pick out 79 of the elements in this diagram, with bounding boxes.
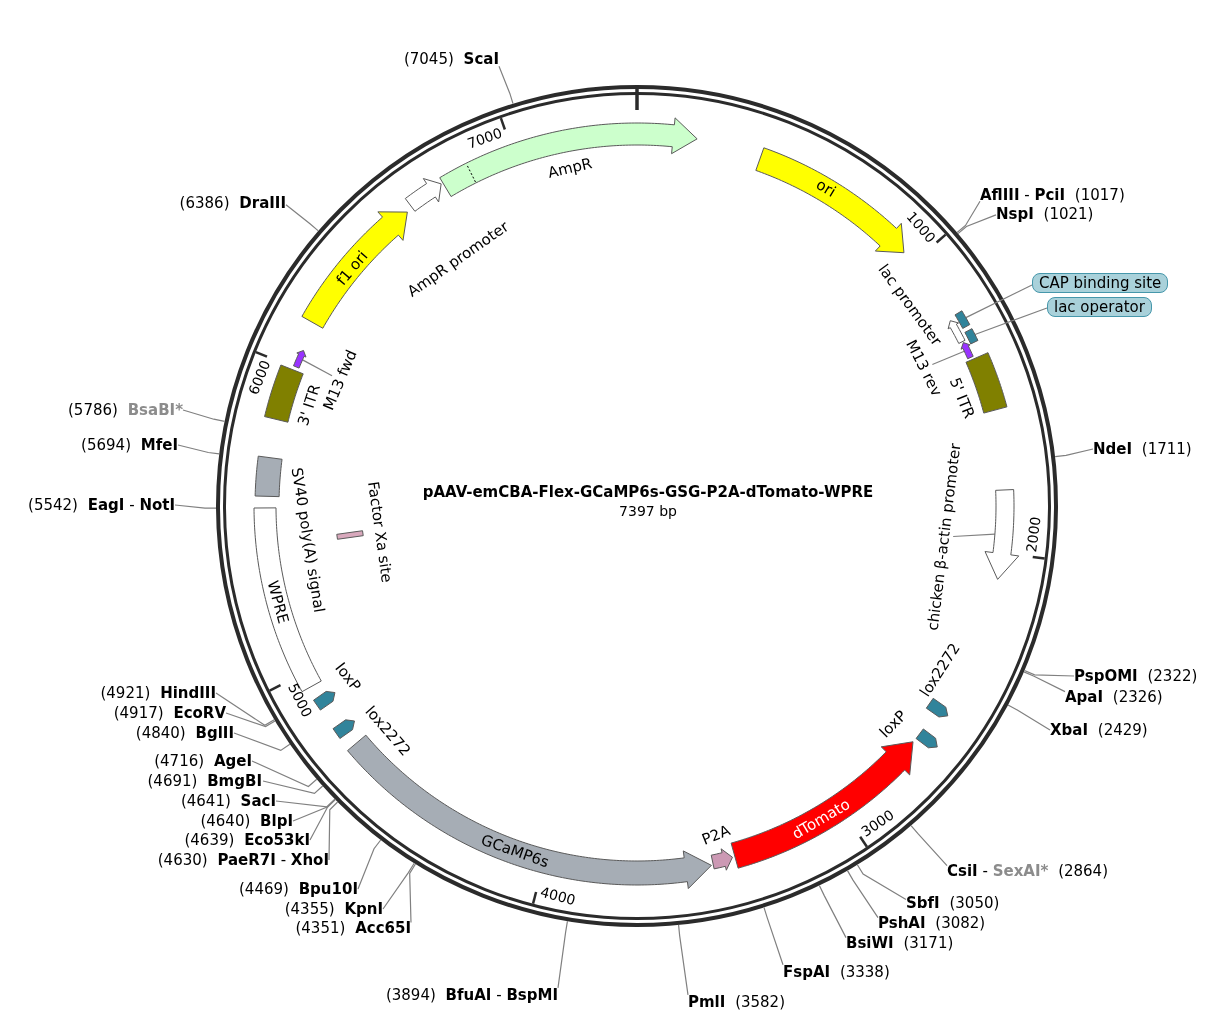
leader-line (931, 350, 965, 366)
enzyme-site-label: (4641) SacI (180, 792, 276, 810)
enzyme-site-label: PshAI (3082) (878, 914, 986, 932)
enzyme-site-label: (5694) MfeI (81, 436, 178, 454)
scale-number: 4000 (538, 884, 577, 908)
leader-line (846, 870, 879, 919)
leader-line (233, 732, 291, 752)
leader-line (182, 409, 226, 423)
leader-line (910, 825, 948, 867)
leader-line (382, 862, 415, 910)
enzyme-site-label: (4640) BlpI (200, 812, 293, 830)
leader-line (301, 359, 333, 377)
leader-line (956, 200, 981, 234)
enzyme-site-label: (4840) BglII (135, 724, 234, 742)
enzyme-site-label: XbaI (2429) (1050, 721, 1148, 739)
enzyme-site-label: AflIII - PciI (1017) (980, 186, 1125, 204)
enzyme-site-label: PmlI (3582) (688, 993, 786, 1011)
leader-line (952, 533, 996, 538)
enzyme-site-label: ApaI (2326) (1065, 688, 1163, 706)
leader-line (818, 884, 847, 939)
leader-line (174, 504, 217, 509)
callout-label: lac operator (1047, 297, 1152, 317)
enzyme-site-label: (4716) AgeI (154, 752, 252, 770)
callout-label: CAP binding site (1032, 273, 1169, 293)
enzyme-site-label: (4639) Eco53kI (184, 831, 310, 849)
feature-label: AmpR (545, 153, 595, 183)
enzyme-site-label: (4469) Bpu10I (239, 880, 358, 898)
enzyme-site-label: (7045) ScaI (403, 50, 499, 68)
leader-line (215, 692, 275, 726)
scale-number: 2000 (1024, 516, 1044, 554)
enzyme-site-label: NdeI (1711) (1093, 440, 1192, 458)
plasmid-title: pAAV-emCBA-Flex-GCaMP6s-GSG-P2A-dTomato-WPRE (422, 483, 874, 501)
leader-line (1023, 669, 1075, 677)
leader-line (957, 214, 997, 235)
leader-line (285, 204, 319, 232)
leader-line (328, 801, 339, 861)
leader-line (275, 798, 336, 808)
feature-label: M13 fwd (319, 346, 362, 415)
feature-label: Factor Xa site (363, 479, 397, 586)
enzyme-site-label: (3894) BfuAI - BspMI (385, 986, 558, 1004)
enzyme-site-label: BsiWI (3171) (846, 934, 954, 952)
enzyme-site-label: (4355) KpnI (284, 900, 383, 918)
enzyme-site-label: (4630) PaeR7I - XhoI (157, 851, 329, 869)
enzyme-site-label: SbfI (3050) (906, 894, 1000, 912)
leader-line (678, 924, 689, 996)
leader-line (498, 65, 514, 105)
enzyme-site-label: PspOMI (2322) (1074, 667, 1198, 685)
leader-line (409, 863, 417, 924)
leader-line (974, 307, 1048, 336)
enzyme-site-label: (4691) BmgBI (147, 772, 262, 790)
feature-label: f1 ori (331, 246, 373, 291)
feature-label: P2A (698, 820, 734, 850)
leader-line (1023, 671, 1066, 693)
feature-label: chicken β-actin promoter (923, 441, 965, 634)
enzyme-site-label: (4917) EcoRV (113, 704, 226, 722)
leader-line (251, 760, 318, 788)
enzyme-site-label: (5542) EagI - NotI (28, 496, 175, 514)
feature-label: 5' ITR (944, 373, 980, 424)
plasmid-length: 7397 bp (619, 503, 677, 520)
leader-line (965, 284, 1033, 319)
leader-line (177, 444, 220, 455)
enzyme-site-label: (4921) HindIII (100, 684, 216, 702)
enzyme-site-label: (4351) Acc65I (295, 919, 411, 937)
leader-line (262, 780, 324, 795)
enzyme-site-label: (6386) DraIII (179, 194, 286, 212)
leader-line (856, 864, 907, 900)
leader-line (225, 712, 276, 728)
leader-line (557, 920, 569, 989)
leader-line (1007, 704, 1051, 731)
leader-line (1054, 448, 1094, 458)
feature-label: ori (812, 174, 840, 203)
enzyme-site-label: NspI (1021) (996, 205, 1094, 223)
leader-line (763, 906, 784, 966)
scale-number: 7000 (465, 125, 504, 152)
enzyme-site-label: (5786) BsaBI* (68, 401, 183, 419)
enzyme-site-label: FspAI (3338) (783, 963, 890, 981)
leader-line (357, 839, 382, 890)
scale-number: 6000 (246, 358, 274, 397)
enzyme-site-label: CsiI - SexAI* (2864) (947, 862, 1108, 880)
